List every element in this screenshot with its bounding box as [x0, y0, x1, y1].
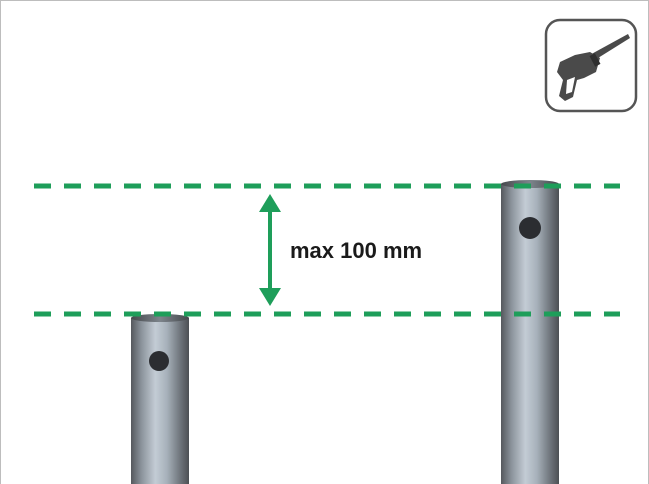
post-tall-hole — [519, 217, 541, 239]
max-height-label: max 100 mm — [290, 238, 422, 263]
height-arrow — [259, 194, 281, 306]
post-short — [131, 314, 189, 484]
reciprocating-saw-icon — [544, 18, 638, 113]
post-short-hole — [149, 351, 169, 371]
post-tall — [501, 180, 559, 484]
